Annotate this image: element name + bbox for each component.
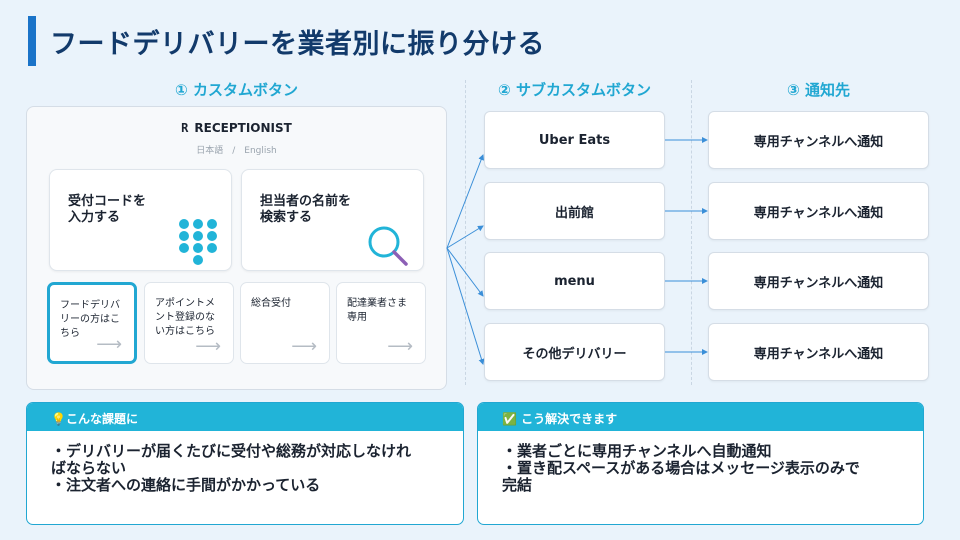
problem-card-body: ・デリバリーが届くたびに受付や総務が対応しなけれ ばならない ・注文者への連絡に…: [27, 431, 463, 494]
brand-logo: R RECEPTIONIST: [27, 121, 446, 135]
fan-arrow: [446, 225, 484, 249]
solution-card-body: ・業者ごとに専用チャンネルへ自動通知 ・置き配スペースがある場合はメッセージ表示…: [478, 431, 923, 494]
problem-card-header: 💡こんな課題に: [27, 403, 463, 431]
notify-target: 専用チャンネルへ通知: [708, 323, 929, 381]
sub-button-other-delivery[interactable]: その他デリバリー: [484, 323, 665, 381]
delivery-staff-button[interactable]: 配達業者さま 専用 ⟶: [336, 282, 426, 364]
fan-arrow: [446, 247, 485, 365]
column-heading-notify: ③ 通知先: [787, 81, 850, 99]
solution-card: ✅ こう解決できます ・業者ごとに専用チャンネルへ自動通知 ・置き配スペースがあ…: [477, 402, 924, 525]
column-divider: [465, 80, 466, 385]
solution-card-header: ✅ こう解決できます: [478, 403, 923, 431]
fan-arrow: [446, 154, 484, 249]
sub-button-uber-eats[interactable]: Uber Eats: [484, 111, 665, 169]
column-heading-sub-custom-button: ② サブカスタムボタン: [498, 81, 651, 99]
column-heading-custom-button: ① カスタムボタン: [175, 81, 298, 99]
search-person-label: 担当者の名前を 検索する: [260, 194, 352, 225]
keypad-icon: [179, 219, 217, 265]
food-delivery-button[interactable]: フードデリバ リーの方はこ ちら ⟶: [47, 282, 137, 364]
language-switch[interactable]: 日本語 / English: [196, 146, 277, 156]
problem-line: ・注文者への連絡に手間がかかっている: [51, 476, 321, 494]
arrow-right-icon: ⟶: [291, 336, 317, 357]
search-person-button[interactable]: 担当者の名前を 検索する: [241, 169, 424, 271]
problem-line: ・デリバリーが届くたびに受付や総務が対応しなけれ ばならない: [51, 442, 412, 477]
title-accent-bar: [28, 16, 36, 66]
arrow-right-icon: ⟶: [387, 336, 413, 357]
small-button-label: アポイントメ ント登録のな い方はこちら: [155, 298, 215, 337]
general-reception-button[interactable]: 総合受付 ⟶: [240, 282, 330, 364]
sub-button-menu[interactable]: menu: [484, 252, 665, 310]
reception-code-button[interactable]: 受付コードを 入力する: [49, 169, 232, 271]
column-divider: [691, 80, 692, 385]
magnifier-icon: [368, 226, 408, 266]
solution-line: ・業者ごとに専用チャンネルへ自動通知: [502, 442, 772, 460]
brand-mark: R: [181, 121, 189, 135]
reception-code-label: 受付コードを 入力する: [68, 194, 147, 225]
arrow-right-icon: ⟶: [195, 336, 221, 357]
notify-target: 専用チャンネルへ通知: [708, 252, 929, 310]
solution-line: ・置き配スペースがある場合はメッセージ表示のみで 完結: [502, 459, 860, 494]
no-appointment-button[interactable]: アポイントメ ント登録のな い方はこちら ⟶: [144, 282, 234, 364]
small-button-label: 総合受付: [251, 298, 291, 309]
problem-card: 💡こんな課題に ・デリバリーが届くたびに受付や総務が対応しなけれ ばならない ・…: [26, 402, 464, 525]
sub-button-demaekan[interactable]: 出前館: [484, 182, 665, 240]
notify-target: 専用チャンネルへ通知: [708, 111, 929, 169]
notify-target: 専用チャンネルへ通知: [708, 182, 929, 240]
arrow-right-icon: ⟶: [96, 334, 122, 355]
page-title: フードデリバリーを業者別に振り分ける: [50, 29, 545, 60]
small-button-label: フードデリバ リーの方はこ ちら: [60, 300, 120, 339]
brand-name: RECEPTIONIST: [194, 121, 292, 135]
small-button-label: 配達業者さま 専用: [347, 298, 407, 323]
fan-arrow: [446, 247, 484, 297]
